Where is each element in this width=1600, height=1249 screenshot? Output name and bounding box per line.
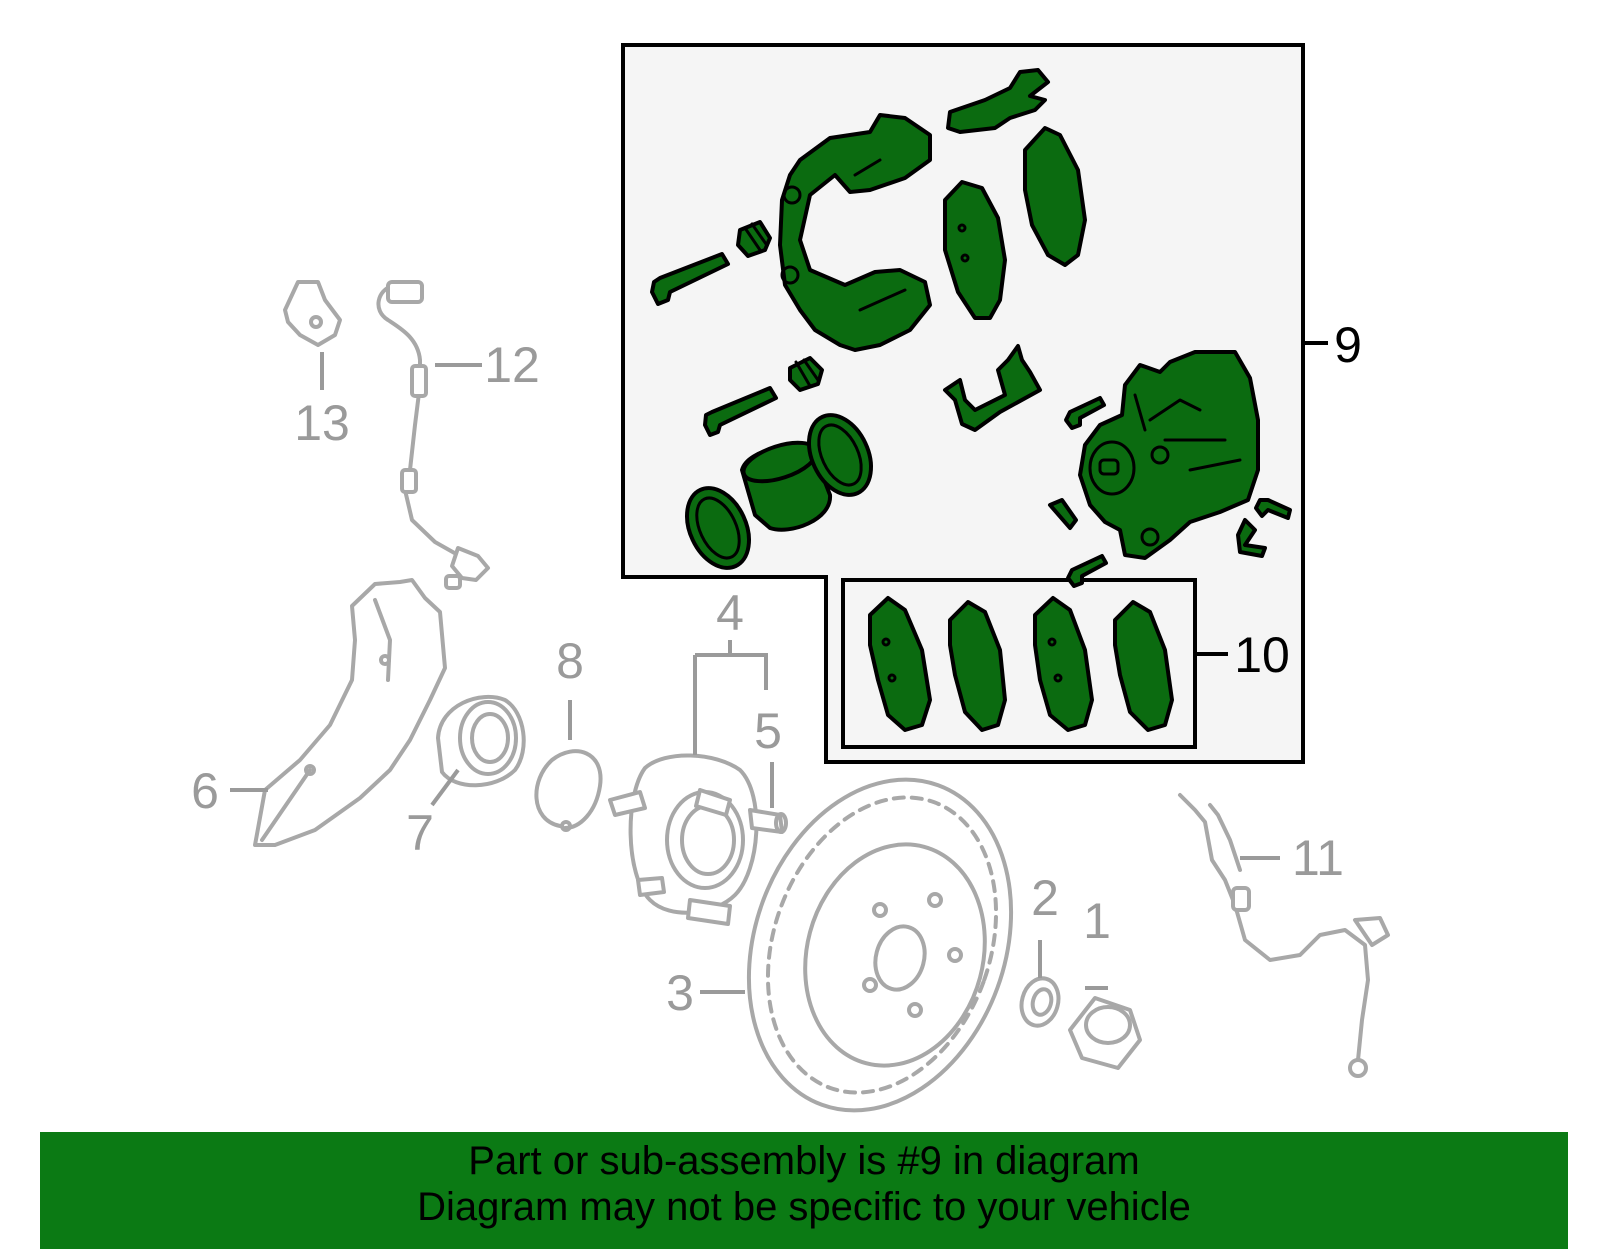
wheel-hub-4 xyxy=(608,753,759,926)
callout-6: 6 xyxy=(191,763,219,819)
abs-sensor-wire-11 xyxy=(1178,793,1390,1078)
callout-2: 2 xyxy=(1031,870,1059,926)
wheel-bearing-7 xyxy=(436,694,526,788)
caliper-bolt-lower xyxy=(1066,554,1108,588)
guide-pin-bolt-lower xyxy=(703,386,778,437)
caliper-bolt-upper xyxy=(1064,396,1106,430)
anti-rattle-clip-lower xyxy=(943,344,1042,432)
bleeder-screw xyxy=(1254,498,1292,520)
banner-line-1: Part or sub-assembly is #9 in diagram xyxy=(468,1139,1140,1183)
callout-11: 11 xyxy=(1292,830,1344,886)
callout-7: 7 xyxy=(406,805,434,861)
sensor-bracket-13 xyxy=(283,280,342,347)
brake-rotor-3 xyxy=(746,777,1014,1113)
banner-line-2: Diagram may not be specific to your vehi… xyxy=(417,1185,1191,1229)
pad-set-pad-3 xyxy=(1033,596,1094,732)
wheel-stud-5 xyxy=(748,808,788,834)
caliper-mounting-bracket xyxy=(778,113,932,352)
inner-brake-pad-upper xyxy=(943,180,1007,320)
callout-12: 12 xyxy=(484,337,540,393)
hub-nut-1 xyxy=(1068,996,1142,1070)
caliper-fitting-right xyxy=(1236,518,1267,558)
guide-pin-bolt-upper xyxy=(650,252,730,306)
callout-10: 10 xyxy=(1234,627,1290,683)
callout-1: 1 xyxy=(1083,893,1111,949)
info-banner: Part or sub-assembly is #9 in diagram Di… xyxy=(40,1132,1568,1249)
snap-ring-8 xyxy=(534,749,603,832)
callout-13: 13 xyxy=(294,395,350,451)
pad-set-pad-4 xyxy=(1113,600,1174,732)
washer-2 xyxy=(1019,976,1061,1028)
caliper-fitting-left xyxy=(1048,498,1078,530)
callout-8: 8 xyxy=(556,633,584,689)
callout-5: 5 xyxy=(754,703,782,759)
dust-shield-6 xyxy=(253,578,447,847)
guide-pin-boot-lower xyxy=(788,356,824,392)
pad-set-pad-1 xyxy=(868,596,932,732)
callout-9: 9 xyxy=(1334,317,1362,373)
abs-sensor-wire-12 xyxy=(376,280,490,590)
caliper-housing xyxy=(1078,350,1260,560)
outer-brake-pad-upper xyxy=(1023,126,1087,267)
piston-seal xyxy=(807,413,873,497)
guide-pin-boot-upper xyxy=(736,220,772,258)
anti-rattle-clip-upper xyxy=(946,68,1050,134)
callout-4: 4 xyxy=(716,585,744,641)
pad-set-pad-2 xyxy=(948,600,1007,732)
caliper-piston xyxy=(740,440,832,532)
callout-3: 3 xyxy=(666,965,694,1021)
piston-dust-boot xyxy=(685,486,751,570)
